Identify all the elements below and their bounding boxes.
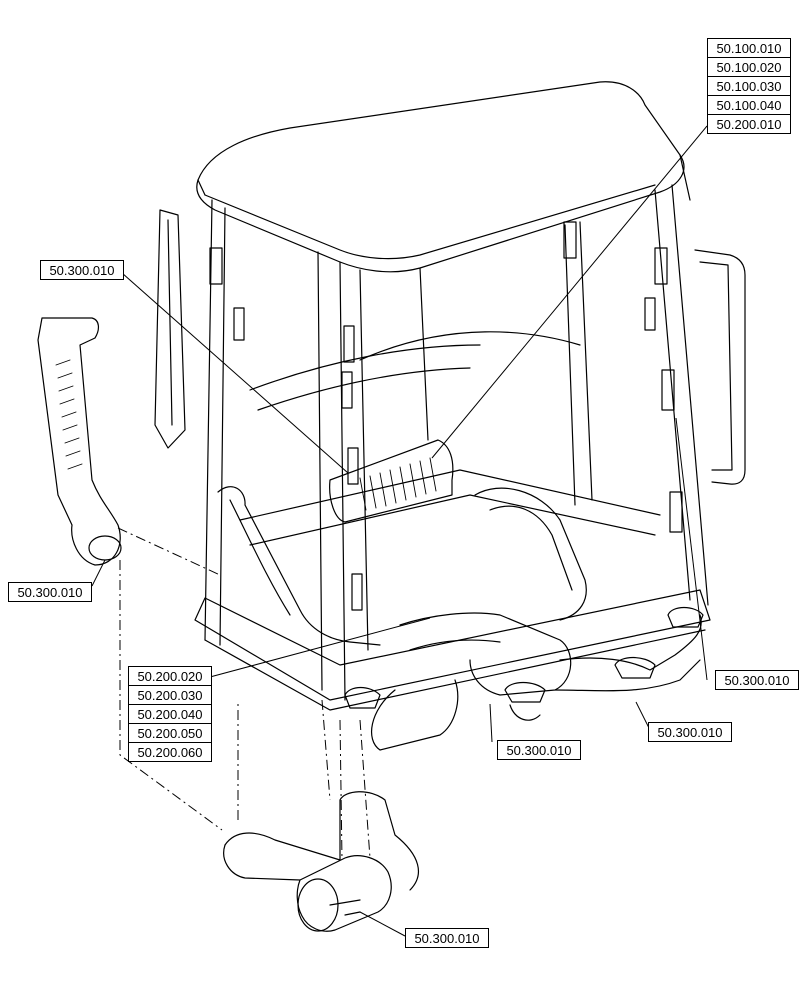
heater-unit [329,439,454,523]
callout-label: 50.200.020 [128,666,212,686]
alignment-lines [117,527,371,861]
callout-label: 50.200.040 [128,704,212,724]
callout-label: 50.100.030 [707,76,791,96]
callout-right-side: 50.300.010 [715,670,799,690]
callout-bottom-right: 50.300.010 [648,722,732,742]
exploded-blower-duct [224,791,419,891]
cab-pillar-front-left [204,199,226,646]
callout-bottom-center: 50.300.010 [497,740,581,760]
callout-stack-top-right: 50.100.010 50.100.020 50.100.030 50.100.… [707,38,791,134]
callout-stack-bottom-left: 50.200.020 50.200.030 50.200.040 50.200.… [128,666,212,762]
exploded-blower-motor [296,855,392,932]
cab-pillar-front-right [317,251,346,701]
callout-upper-left: 50.300.010 [40,260,124,280]
callout-label: 50.200.030 [128,685,212,705]
callout-bottom: 50.300.010 [405,928,489,948]
duct-left-lower [371,679,459,751]
cab-pillar-rear-right [654,184,709,606]
callout-label: 50.200.010 [707,114,791,134]
pillar-connectors [209,221,683,611]
cab-pillar-rear-mid [564,221,593,506]
air-outlets [344,606,704,721]
callout-label: 50.200.050 [128,723,212,743]
callout-left-duct: 50.300.010 [8,582,92,602]
callout-label: 50.100.020 [707,57,791,77]
cab-handrail-right [694,249,746,485]
heater-fins [359,457,437,511]
callout-label: 50.100.010 [707,38,791,58]
duct-left-vertical [217,486,381,646]
exploded-duct-vents [55,359,83,470]
cab-roof [196,81,685,273]
duct-right-upper [474,487,587,621]
leader-lines [91,125,708,937]
callout-label: 50.200.060 [128,742,212,762]
exploded-duct-left [37,317,121,566]
callout-label: 50.100.040 [707,95,791,115]
duct-center [399,612,572,696]
duct-right-lower [559,614,702,671]
cab-roof-edge [204,184,656,260]
cab-handrail-left [154,209,186,449]
cab-floor-frame [194,589,711,701]
